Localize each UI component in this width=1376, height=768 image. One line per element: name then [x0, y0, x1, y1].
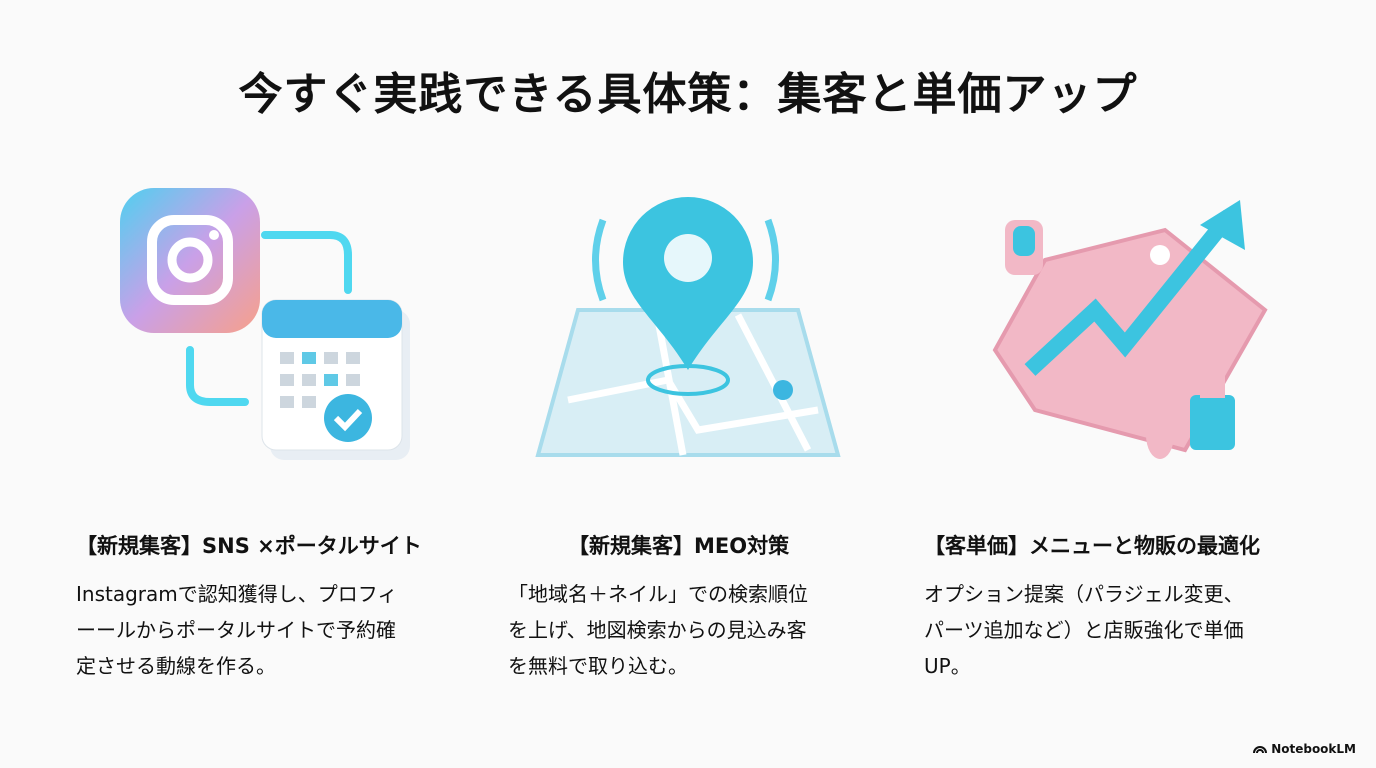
brand-label: NotebookLM [1271, 742, 1356, 756]
notebooklm-logo-icon [1253, 746, 1268, 754]
instagram-icon [120, 188, 260, 333]
column-sns-portal: 【新規集客】SNS ×ポータルサイト Instagramで認知獲得し、プロフィー… [76, 530, 476, 684]
body-line: を無料で取り込む。 [508, 654, 688, 678]
body-line: UP。 [924, 654, 971, 678]
column-meo: 【新規集客】MEO対策 「地域名＋ネイル」での検索順位を上げ、地図検索からの見込… [508, 530, 908, 684]
trend-arrow-icon [1024, 209, 1237, 376]
column-heading: 【客単価】メニューと物販の最適化 [924, 534, 1260, 558]
body-line: 「地域名＋ネイル」での検索順位 [508, 582, 808, 606]
column-unit-price: 【客単価】メニューと物販の最適化 オプション提案（パラジェル変更、パーツ追加など… [924, 530, 1324, 684]
column-heading: 【新規集客】SNS ×ポータルサイト [76, 534, 422, 558]
instagram-calendar-illustration [120, 188, 410, 460]
price-tag-growth-illustration [992, 200, 1268, 459]
body-line: オプション提案（パラジェル変更、 [924, 582, 1244, 606]
location-pin-icon [623, 197, 753, 370]
body-line: を上げ、地図検索からの見込み客 [508, 618, 807, 642]
body-line: Instagramで認知獲得し、プロフィ [76, 582, 398, 606]
map-pin-illustration [535, 197, 841, 457]
body-line: ーールからポータルサイトで予約確 [76, 618, 396, 642]
body-line: 定させる動線を作る。 [76, 654, 276, 678]
calendar-icon [261, 299, 410, 460]
column-heading: 【新規集客】MEO対策 [568, 534, 790, 558]
slide-title: 今すぐ実践できる具体策：集客と単価アップ [238, 69, 1138, 120]
body-line: パーツ追加など）と店販強化で単価 [924, 618, 1244, 642]
notebooklm-watermark: NotebookLM [1253, 742, 1356, 756]
